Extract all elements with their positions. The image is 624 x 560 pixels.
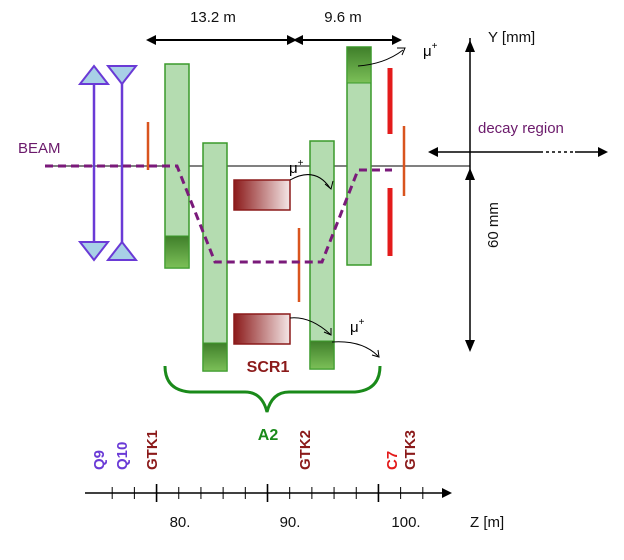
dimension-label-9-6m: 9.6 m (324, 9, 362, 26)
label-c7: C7 (384, 451, 401, 470)
magnet-q10 (105, 65, 139, 261)
station-4 (346, 46, 372, 266)
muon-track-3: μ+ (289, 317, 365, 336)
a2-label: A2 (258, 427, 279, 444)
z-tick-label-80: 80. (170, 514, 191, 531)
z-tick-label-100: 100. (391, 514, 420, 531)
beam-path (45, 164, 392, 264)
label-gtk1: GTK1 (144, 430, 161, 470)
z-axis-ticks (111, 484, 424, 502)
z-tick-label-90: 90. (280, 514, 301, 531)
label-q9: Q9 (91, 450, 108, 470)
z-axis-label: Z [m] (470, 514, 504, 531)
decay-region-label: decay region (478, 120, 564, 137)
station-2 (202, 142, 228, 372)
z-axis: 80. 90. 100. Z [m] (85, 484, 504, 531)
muon-track-1: μ+ (357, 41, 438, 67)
magnet-q9 (77, 64, 111, 262)
y-axis: Y [mm] 60 mm (465, 29, 535, 352)
scr1-upper-magnet (233, 179, 291, 211)
label-gtk2: GTK2 (297, 430, 314, 470)
dimension-13-2m: 13.2 m (146, 9, 297, 45)
label-gtk3: GTK3 (402, 430, 419, 470)
muon-label-2: μ+ (289, 158, 304, 177)
muon-label-1: μ+ (423, 41, 438, 60)
muon-track-2: μ+ (289, 158, 334, 190)
y-axis-label: Y [mm] (488, 29, 535, 46)
scr1-label: SCR1 (247, 359, 290, 376)
a2-brace (163, 365, 382, 413)
dimension-label-60mm: 60 mm (485, 202, 502, 248)
muon-track-4 (331, 341, 380, 358)
dimension-label-13-2m: 13.2 m (190, 9, 236, 26)
beam-label: BEAM (18, 140, 61, 157)
decay-region-arrow: decay region (428, 120, 608, 157)
muon-label-3: μ+ (350, 317, 365, 336)
dimension-9-6m: 9.6 m (293, 9, 402, 45)
scr1-lower-magnet (233, 313, 291, 345)
label-q10: Q10 (114, 442, 131, 470)
